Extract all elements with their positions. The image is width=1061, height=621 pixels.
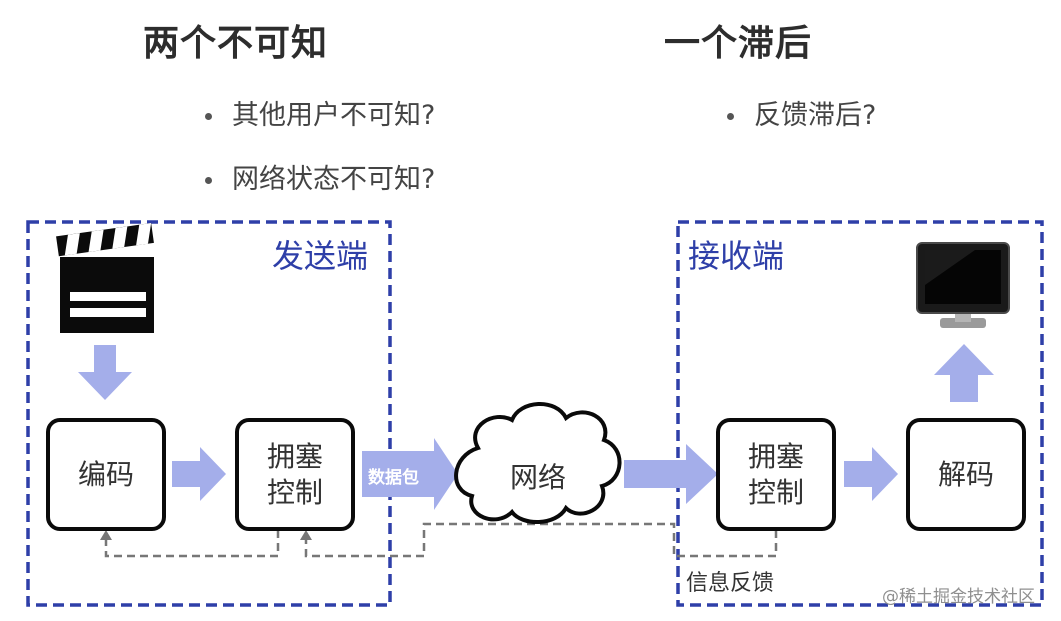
- sender-label: 发送端: [272, 237, 369, 275]
- feedback-lines: [104, 522, 778, 558]
- heading-one-lag: 一个滞后: [664, 23, 813, 64]
- bullet-other-users: 其他用户不可知?: [205, 93, 435, 132]
- decoder-label: 解码: [937, 457, 994, 491]
- feedback-label: 信息反馈: [686, 571, 775, 596]
- bullet-text: 网络状态不可知?: [232, 164, 436, 195]
- cc-label-line2: 控制: [747, 475, 804, 509]
- receiver-region: [676, 220, 1044, 607]
- arrow-up-to-monitor: [934, 344, 994, 402]
- decoder-node: 解码: [906, 418, 1026, 531]
- feedback-arrowhead-encoder: [100, 530, 112, 540]
- bullet-feedback-lag: 反馈滞后?: [727, 93, 876, 132]
- cc-label-line2: 控制: [266, 475, 323, 509]
- sender-region: [26, 220, 392, 607]
- encoder-label: 编码: [77, 457, 134, 491]
- feedback-arrowhead-cc: [300, 530, 312, 540]
- bullet-dot: [205, 113, 212, 120]
- arrow-network-to-cc: [624, 444, 718, 504]
- bullet-text: 反馈滞后?: [754, 100, 877, 131]
- bullet-dot: [727, 113, 734, 120]
- clapperboard-icon: [56, 223, 154, 333]
- receiver-congestion-control-node: 拥塞 控制: [716, 418, 836, 531]
- arrow-down-to-encoder: [78, 345, 132, 400]
- cc-label-line1: 拥塞: [266, 439, 323, 473]
- network-cloud: [454, 402, 622, 525]
- bullet-text: 其他用户不可知?: [232, 100, 436, 131]
- arrow-encoder-to-cc: [172, 447, 226, 501]
- monitor-icon: [916, 242, 1010, 328]
- heading-two-unknowns: 两个不可知: [143, 23, 329, 64]
- watermark: @稀土掘金技术社区: [882, 587, 1035, 607]
- arrow-cc-to-decoder: [844, 447, 898, 501]
- bullet-dot: [205, 177, 212, 184]
- cc-label-line1: 拥塞: [747, 439, 804, 473]
- sender-congestion-control-node: 拥塞 控制: [235, 418, 355, 531]
- receiver-label: 接收端: [688, 237, 785, 275]
- packet-label: 数据包: [368, 468, 419, 488]
- bullet-network-state: 网络状态不可知?: [205, 157, 435, 196]
- arrow-packet: [362, 438, 458, 510]
- network-label: 网络: [510, 461, 567, 494]
- encoder-node: 编码: [46, 418, 166, 531]
